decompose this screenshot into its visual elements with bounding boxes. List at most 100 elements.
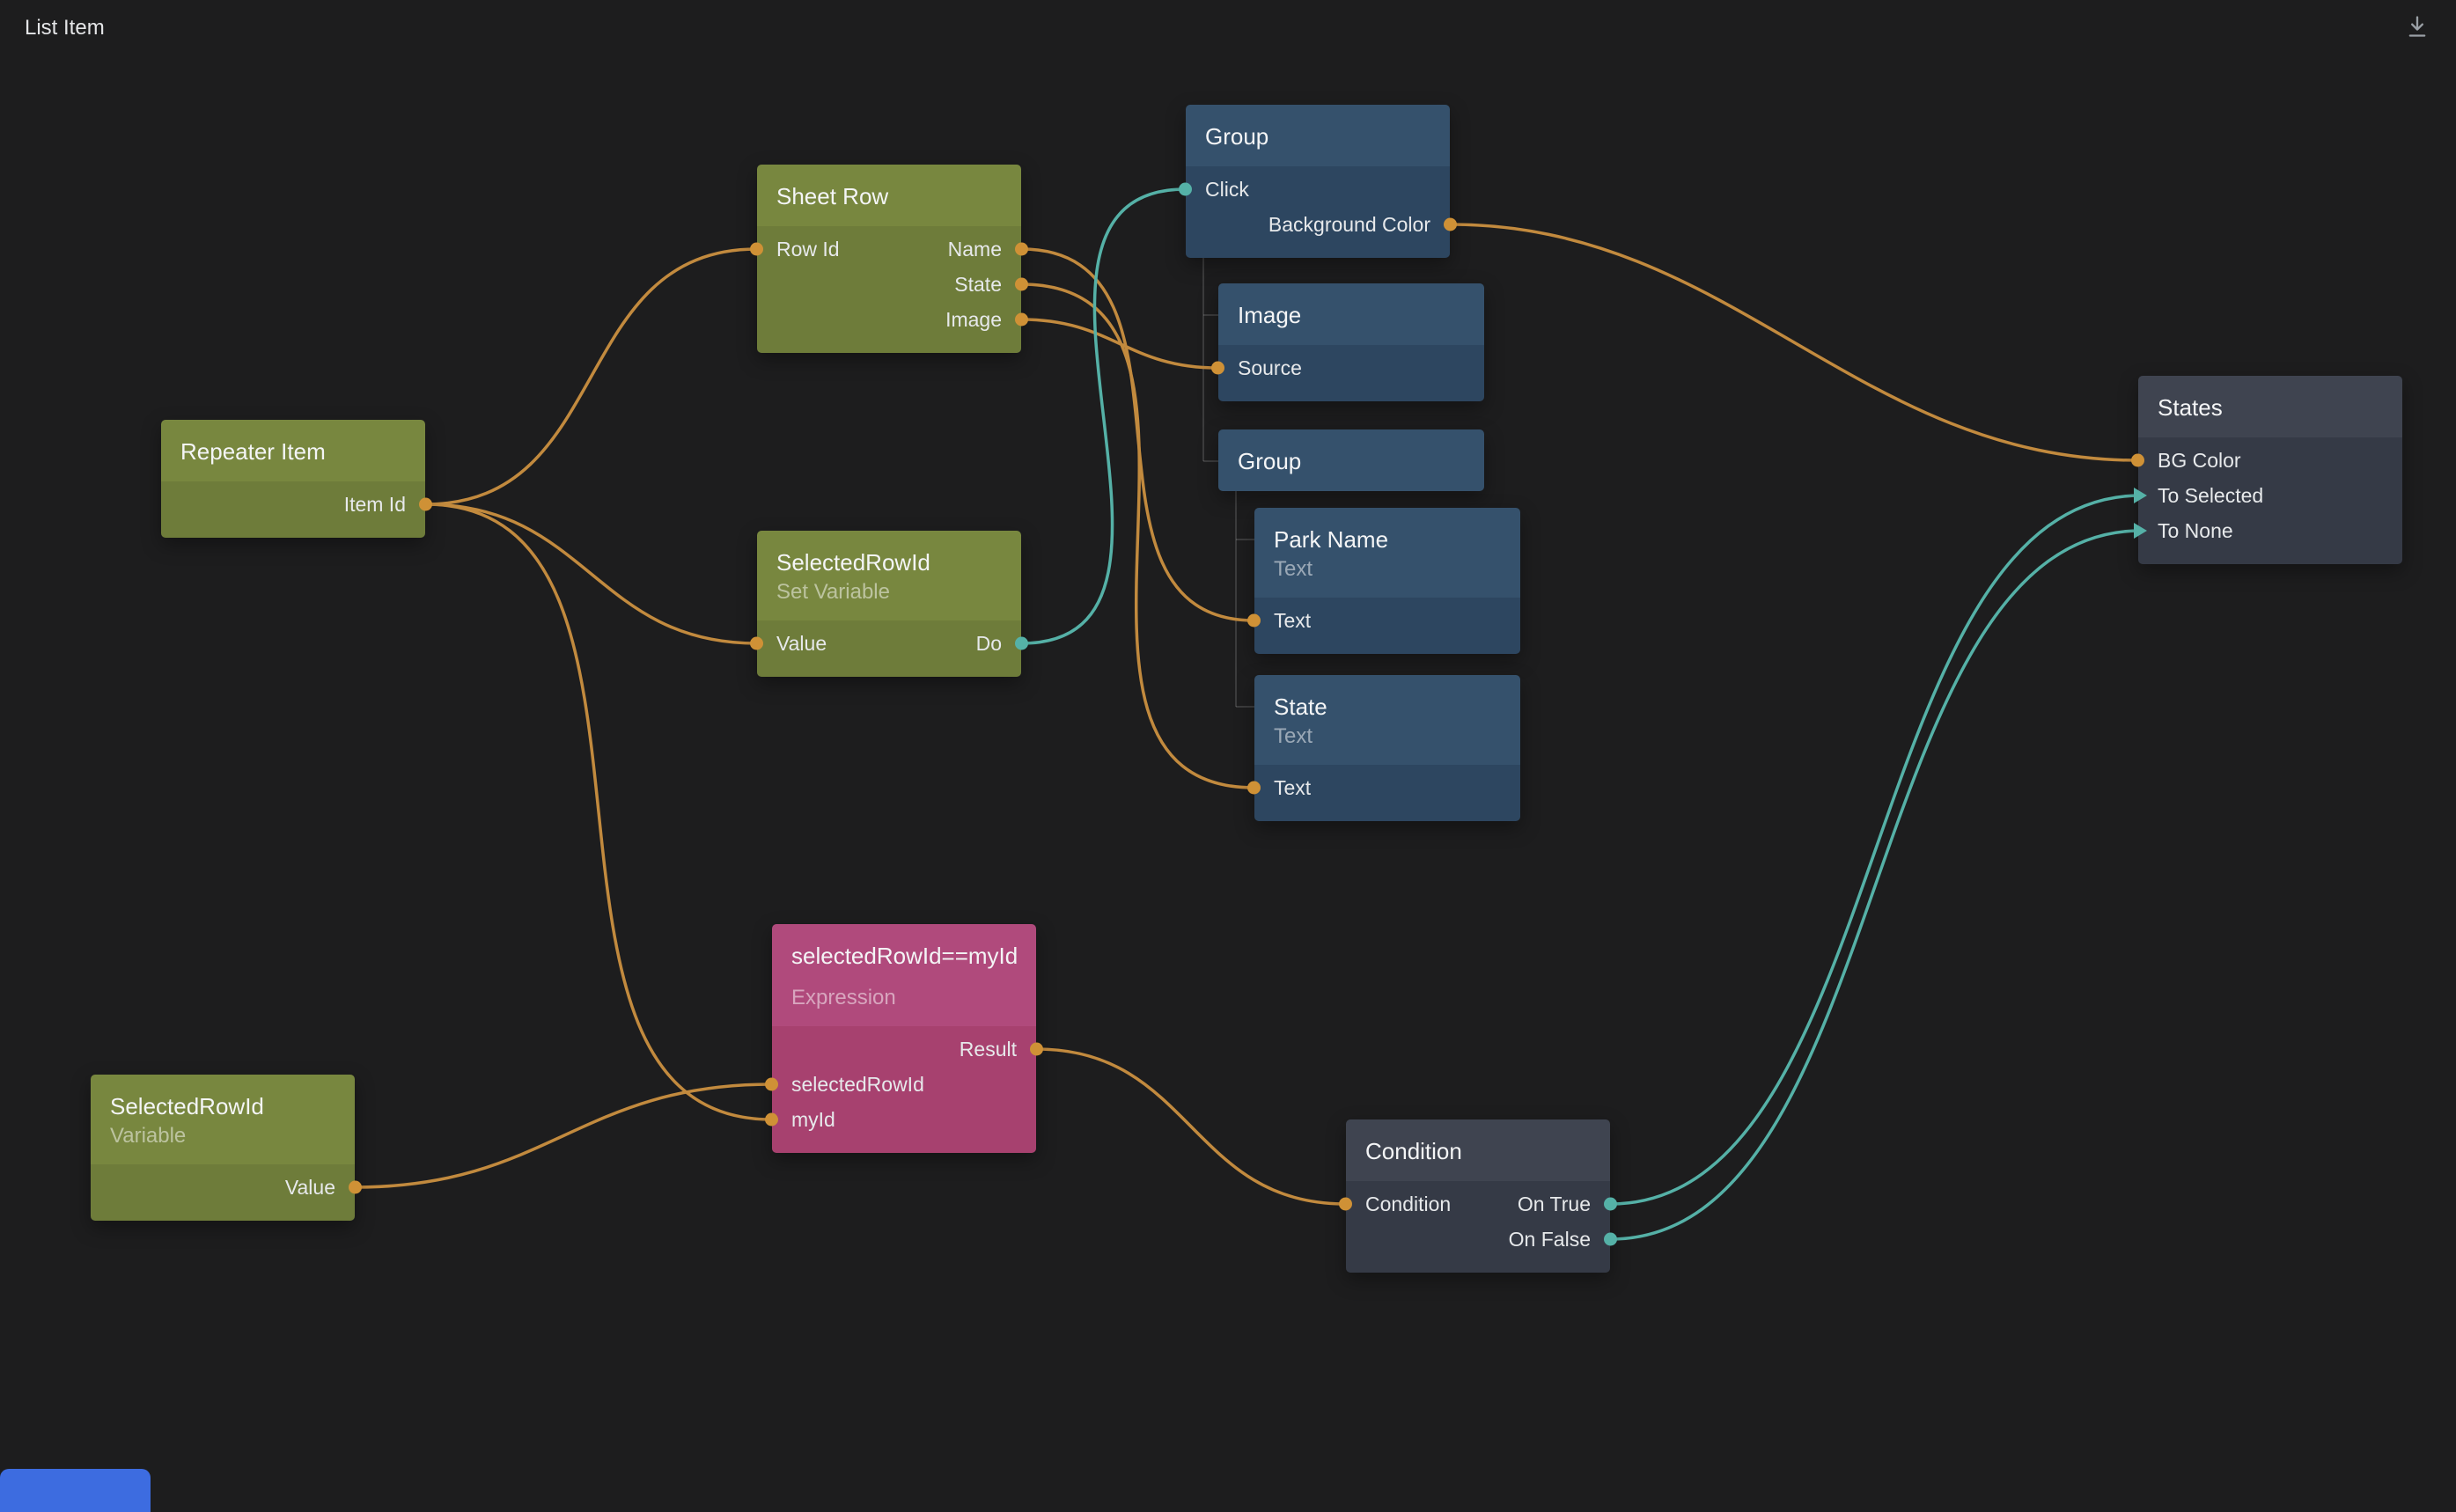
node-title: SelectedRowId [110, 1093, 264, 1119]
port-label-to-selected: To Selected [2158, 484, 2264, 507]
node-row: Value [91, 1170, 362, 1205]
node-title: States [2158, 394, 2223, 421]
output-port-bg-color[interactable] [2131, 453, 2144, 467]
node-title: SelectedRowId [776, 549, 930, 576]
output-port-item-id[interactable] [419, 497, 432, 511]
port-label-source: Source [1238, 356, 1302, 379]
node-repeater-item[interactable]: Repeater Item Item Id [161, 420, 432, 538]
connection-wire [1019, 187, 1188, 645]
port-label-text: Text [1274, 609, 1312, 632]
node-header: Sheet Row [757, 165, 1021, 226]
node-body: Row Id Name State Image [750, 226, 1028, 353]
input-port-selected-row-id[interactable] [765, 1077, 778, 1091]
connection-wire [353, 1083, 774, 1189]
output-port-result[interactable] [1030, 1042, 1043, 1056]
node-body: Text [1247, 765, 1520, 821]
node-row: BG Color [2131, 443, 2402, 478]
node-title: Park Name [1274, 526, 1389, 553]
signal-port-click[interactable] [1179, 182, 1192, 196]
signal-port-to-selected[interactable] [2134, 488, 2147, 503]
node-states[interactable]: States BG Color To Selected To None [2131, 376, 2402, 564]
output-port-state[interactable] [1015, 277, 1028, 291]
node-image[interactable]: Image Source [1211, 283, 1484, 401]
port-label-to-none: To None [2158, 519, 2233, 542]
connection-wire [1019, 318, 1220, 370]
node-title: selectedRowId==myId [791, 943, 1018, 969]
port-label-item-id: Item Id [343, 493, 406, 516]
node-row: State [757, 267, 1028, 302]
node-row: Result [772, 1031, 1043, 1067]
input-port-text[interactable] [1247, 613, 1261, 628]
output-port-name[interactable] [1015, 242, 1028, 256]
signal-port-on-false[interactable] [1604, 1232, 1617, 1246]
node-body: Condition On True On False [1339, 1181, 1617, 1273]
port-label-value: Value [284, 1176, 335, 1199]
node-row: Click [1179, 172, 1450, 207]
node-row: Value Do [750, 626, 1028, 661]
connection-wire [1034, 1047, 1348, 1206]
node-group-child[interactable]: Group [1218, 429, 1484, 491]
port-label-on-true: On True [1517, 1193, 1591, 1215]
node-park-name[interactable]: Park Name Text Text [1247, 508, 1520, 654]
node-header: SelectedRowId Variable [91, 1075, 355, 1164]
node-sheet-row[interactable]: Sheet Row Row Id Name State Image [750, 165, 1028, 353]
node-row: On False [1346, 1222, 1617, 1257]
node-state-text[interactable]: State Text Text [1247, 675, 1520, 821]
node-header: SelectedRowId Set Variable [757, 531, 1021, 620]
node-row: Text [1247, 603, 1520, 638]
node-title: State [1274, 694, 1327, 720]
node-subtitle: Set Variable [776, 580, 890, 604]
input-port-value[interactable] [750, 636, 763, 650]
connection-wire [1608, 529, 2143, 1241]
node-title: Repeater Item [180, 438, 326, 465]
node-header: Park Name Text [1254, 508, 1520, 598]
node-header: State Text [1254, 675, 1520, 765]
output-port-value[interactable] [349, 1180, 362, 1194]
node-title: Sheet Row [776, 183, 889, 209]
input-port-condition[interactable] [1339, 1197, 1352, 1211]
signal-port-to-none[interactable] [2134, 523, 2147, 539]
node-set-variable[interactable]: SelectedRowId Set Variable Value Do [750, 531, 1028, 677]
node-row: To Selected [2134, 478, 2402, 513]
node-subtitle: Text [1274, 557, 1313, 581]
port-label-state: State [954, 273, 1002, 296]
signal-port-do[interactable] [1015, 636, 1028, 650]
connection-wire [423, 503, 774, 1121]
node-header: selectedRowId==myId Expression [772, 924, 1036, 1026]
node-header: Repeater Item [161, 420, 425, 481]
port-label-on-false: On False [1508, 1228, 1591, 1251]
port-label-my-id: myId [791, 1108, 835, 1131]
port-label-selected-row-id: selectedRowId [791, 1073, 924, 1096]
node-row: myId [765, 1102, 1036, 1137]
connection-wire [423, 503, 759, 645]
input-port-row-id[interactable] [750, 242, 763, 256]
output-port-image[interactable] [1015, 312, 1028, 327]
export-button[interactable] [2400, 9, 2435, 44]
node-body: Click Background Color [1179, 166, 1457, 258]
port-label-result: Result [959, 1038, 1017, 1061]
node-title: Condition [1365, 1138, 1462, 1164]
node-condition[interactable]: Condition Condition On True On False [1339, 1119, 1617, 1273]
node-body: BG Color To Selected To None [2131, 437, 2402, 564]
port-label-image: Image [945, 308, 1002, 331]
input-port-source[interactable] [1211, 361, 1224, 375]
signal-port-on-true[interactable] [1604, 1197, 1617, 1211]
download-icon [2408, 16, 2426, 37]
input-port-text[interactable] [1247, 781, 1261, 795]
input-port-background-color[interactable] [1444, 217, 1457, 231]
port-label-bg-color: BG Color [2158, 449, 2241, 472]
connection-wire [1448, 223, 2140, 462]
bottom-left-accent-button[interactable] [0, 1469, 151, 1512]
node-expression[interactable]: selectedRowId==myId Expression Result se… [765, 924, 1043, 1153]
connection-wire [1019, 283, 1256, 789]
node-variable[interactable]: SelectedRowId Variable Value [91, 1075, 362, 1221]
node-header: Image [1218, 283, 1484, 345]
node-body: Value Do [750, 620, 1028, 677]
node-row: selectedRowId [765, 1067, 1036, 1102]
node-title: Group [1238, 448, 1302, 474]
port-label-value: Value [776, 632, 827, 655]
input-port-my-id[interactable] [765, 1112, 778, 1127]
node-group[interactable]: Group Click Background Color [1179, 105, 1457, 258]
